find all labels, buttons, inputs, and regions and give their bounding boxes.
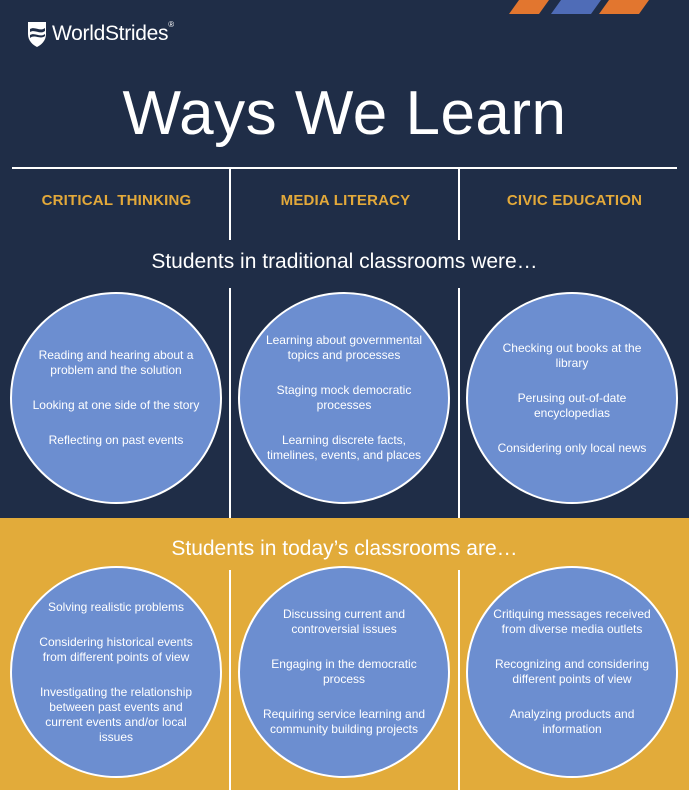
- traditional-circle-critical-thinking: Reading and hearing about a problem and …: [10, 292, 222, 504]
- column-divider: [458, 570, 460, 790]
- brand-name: WorldStrides®: [52, 20, 174, 45]
- circle-item: Learning about governmental topics and p…: [265, 333, 423, 362]
- traditional-circle-media-literacy: Learning about governmental topics and p…: [238, 292, 450, 504]
- column-heading-civic-education: CIVIC EDUCATION: [506, 192, 643, 209]
- column-divider: [229, 570, 231, 790]
- circle-item: Staging mock democratic processes: [276, 383, 412, 412]
- column-heading-critical-thinking: CRITICAL THINKING: [41, 192, 192, 209]
- circle-item: Investigating the relationship between p…: [39, 684, 193, 744]
- circle-item: Looking at one side of the story: [32, 398, 200, 412]
- circle-item: Solving realistic problems: [47, 599, 185, 614]
- circle-item: Engaging in the democratic process: [271, 657, 417, 686]
- circle-item: Considering historical events from diffe…: [39, 634, 193, 664]
- column-divider: [458, 288, 460, 518]
- worldstrides-logo: WorldStrides®: [26, 20, 174, 48]
- circle-item: Reflecting on past events: [48, 433, 184, 447]
- column-divider: [458, 169, 460, 240]
- circle-item: Requiring service learning and community…: [262, 707, 426, 736]
- circle-item: Analyzing products and information: [509, 707, 635, 736]
- traditional-circle-civic-education: Checking out books at the library Perusi…: [466, 292, 678, 504]
- circle-item: Reading and hearing about a problem and …: [38, 348, 194, 377]
- today-circle-civic-education: Critiquing messages received from divers…: [466, 566, 678, 778]
- circle-item: Recognizing and considering different po…: [494, 657, 650, 686]
- circle-item: Discussing current and controversial iss…: [282, 607, 406, 636]
- today-circle-media-literacy: Discussing current and controversial iss…: [238, 566, 450, 778]
- traditional-heading: Students in traditional classrooms were…: [151, 250, 538, 273]
- circle-item: Checking out books at the library: [502, 340, 642, 370]
- today-circle-critical-thinking: Solving realistic problems Considering h…: [10, 566, 222, 778]
- title-divider: [12, 167, 677, 169]
- decorative-stripes: [509, 0, 649, 14]
- today-heading: Students in today’s classrooms are…: [171, 537, 518, 560]
- column-heading-media-literacy: MEDIA LITERACY: [280, 192, 411, 209]
- circle-item: Perusing out-of-date encyclopedias: [517, 390, 627, 420]
- column-divider: [229, 169, 231, 240]
- circle-item: Considering only local news: [497, 440, 647, 455]
- circle-item: Critiquing messages received from divers…: [493, 607, 651, 636]
- page-title: Ways We Learn: [122, 79, 567, 148]
- column-divider: [229, 288, 231, 518]
- circle-item: Learning discrete facts, timelines, even…: [266, 433, 422, 462]
- shield-icon: [28, 22, 46, 47]
